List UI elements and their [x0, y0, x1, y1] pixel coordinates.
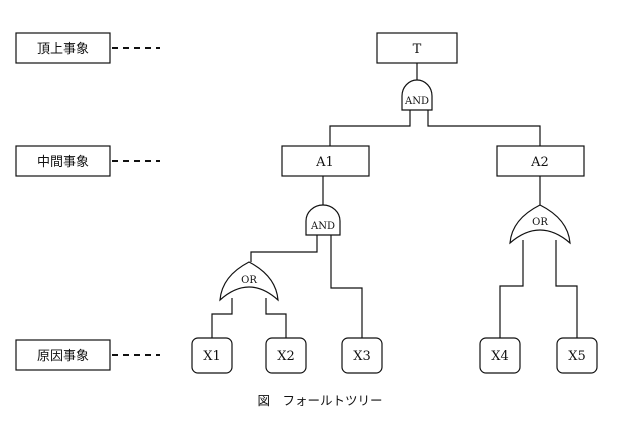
or-gate-left-icon — [219, 261, 279, 302]
event-label-t: T — [413, 42, 422, 57]
event-box-t — [376, 32, 458, 64]
event-box-x5 — [556, 337, 598, 374]
level-label-middle — [15, 145, 111, 177]
event-box-a1 — [281, 145, 370, 177]
figure-caption: 図 フォールトツリー — [257, 393, 382, 408]
event-label-x3: X3 — [353, 349, 371, 364]
gate-label-or-left: OR — [241, 275, 257, 286]
level-text-basic: 原因事象 — [37, 349, 89, 364]
level-label-top — [15, 32, 111, 64]
gate-label-a2: OR — [532, 217, 548, 228]
event-label-x2: X2 — [277, 349, 295, 364]
gate-label-top: AND — [404, 96, 429, 107]
level-text-middle: 中間事象 — [37, 155, 89, 170]
connector-or-x2 — [265, 298, 287, 338]
event-box-x1 — [191, 337, 233, 374]
event-box-x3 — [341, 337, 383, 374]
and-gate-top-icon — [401, 79, 433, 111]
or-gate-a2-icon — [509, 204, 571, 245]
connector-gate-x5 — [555, 240, 578, 338]
and-gate-a1-icon — [305, 204, 341, 236]
connector-gate-a1 — [329, 110, 411, 146]
gate-label-a1: AND — [310, 221, 335, 232]
event-label-x1: X1 — [203, 349, 221, 364]
event-label-x5: X5 — [568, 349, 586, 364]
connector-gate-x4 — [499, 240, 524, 338]
connector-gate-or — [250, 235, 318, 262]
level-label-basic — [15, 339, 111, 371]
connector-gate-x3 — [330, 235, 363, 338]
event-label-a2: A2 — [530, 155, 549, 170]
level-text-top: 頂上事象 — [37, 42, 89, 57]
connector-or-x1 — [211, 298, 233, 338]
event-label-x4: X4 — [491, 349, 509, 364]
connector-gate-a2 — [427, 110, 541, 146]
event-box-x2 — [265, 337, 307, 374]
event-box-x4 — [479, 337, 521, 374]
event-label-a1: A1 — [315, 155, 334, 170]
event-box-a2 — [496, 145, 585, 177]
